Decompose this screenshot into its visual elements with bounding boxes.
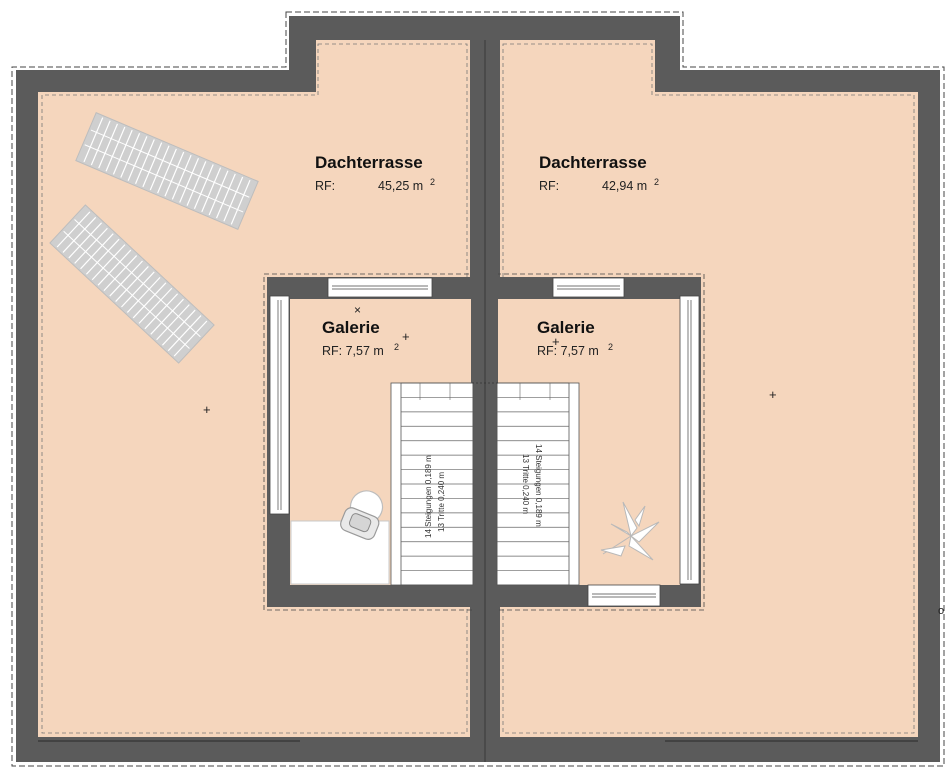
terrace-right-area-value: 42,94 m [602, 179, 647, 193]
terrace-left-dashed [41, 43, 468, 734]
window-right-wall [679, 295, 700, 585]
gallery-left-area: RF: 7,57 m [322, 344, 384, 358]
terrace-left-name: Dachterrasse [315, 153, 423, 172]
gallery-right-area: RF: 7,57 m [537, 344, 599, 358]
armchair-icon [340, 490, 384, 540]
stair-left-treads-label: 13 Tritte 0,240 m [437, 472, 446, 532]
gallery-right-name: Galerie [537, 318, 595, 337]
outer-dashed-outline [11, 11, 945, 767]
potted-plant-icon [600, 501, 660, 561]
window-top-left [327, 277, 433, 298]
marker-cross: + [552, 334, 560, 349]
staircase-left [390, 382, 474, 586]
terrace-left-area-value: 45,25 m [378, 179, 423, 193]
staircase-right [496, 382, 580, 586]
sun-lounger-icon [75, 112, 259, 230]
window-left-wall [269, 295, 290, 515]
terrace-right-dashed [502, 43, 915, 734]
gallery-right-area-sup: 2 [608, 342, 613, 352]
window-bottom-right [587, 584, 661, 607]
terrace-left-area-sup: 2 [430, 177, 435, 187]
stair-right-treads-label: 13 Tritte 0,240 m [521, 454, 530, 514]
stair-left-steps-label: 14 Steigungen 0,189 m [424, 455, 433, 538]
gallery-left-name: Galerie [322, 318, 380, 337]
terrace-left-area-label: RF: [315, 179, 335, 193]
terrace-right-area-label: RF: [539, 179, 559, 193]
marker-cross: + [769, 387, 777, 402]
window-top-right [552, 277, 625, 298]
sun-lounger-icon [49, 204, 215, 364]
marker-cross: + [203, 402, 211, 417]
marker-cross: + [402, 329, 410, 344]
gallery-left-area-sup: 2 [394, 342, 399, 352]
marker-x: × [354, 303, 361, 317]
terrace-right-name: Dachterrasse [539, 153, 647, 172]
stair-right-steps-label: 14 Steigungen 0,189 m [534, 444, 543, 527]
marker-edge: o [938, 605, 944, 617]
terrace-right-area-sup: 2 [654, 177, 659, 187]
